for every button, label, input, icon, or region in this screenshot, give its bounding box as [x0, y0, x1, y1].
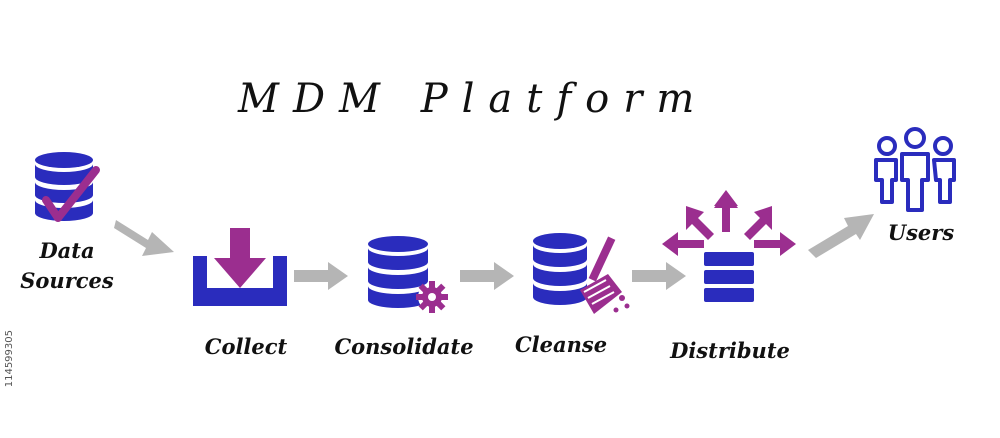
- flow-arrow-1: [114, 220, 174, 256]
- label-data-sources: Data Sources: [14, 236, 120, 296]
- flow-arrow-2: [294, 262, 348, 290]
- label-cleanse: Cleanse: [514, 332, 608, 357]
- flow-arrow-4: [632, 262, 686, 290]
- users-group-icon: [874, 127, 956, 212]
- download-tray-icon: [193, 228, 287, 306]
- label-collect: Collect: [204, 334, 288, 359]
- flow-arrow-3: [460, 262, 514, 290]
- flow-arrow-5: [808, 214, 874, 258]
- label-consolidate: Consolidate: [334, 334, 474, 359]
- database-gear-icon: [368, 236, 448, 313]
- stock-id: 114599305: [4, 330, 15, 388]
- database-check-icon: [35, 152, 100, 222]
- server-radiating-arrows-icon: [662, 190, 796, 302]
- label-data-sources-text: Data Sources: [20, 238, 114, 293]
- database-broom-icon: [533, 233, 630, 314]
- label-users: Users: [887, 220, 955, 245]
- diagram-title: MDM Platform: [238, 76, 709, 122]
- label-distribute: Distribute: [670, 338, 790, 363]
